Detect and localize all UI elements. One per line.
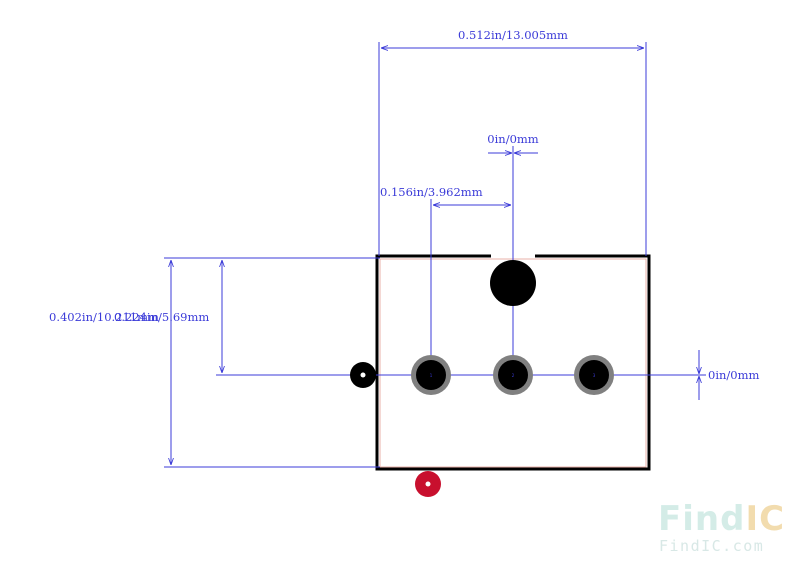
pin-label-3: 3 bbox=[593, 373, 596, 378]
mounting-hole bbox=[490, 260, 536, 306]
dim-label-center-offset: 0in/0mm bbox=[487, 132, 538, 146]
dimension-lines bbox=[164, 42, 706, 468]
findic-logo: FindIC FindIC.com bbox=[658, 499, 785, 555]
pad-3 bbox=[574, 355, 614, 395]
dim-label-right-offset: 0in/0mm bbox=[708, 368, 759, 382]
logo-url-text: FindIC.com bbox=[659, 537, 764, 555]
dim-label-overall-height: 0.402in/10.211mm bbox=[49, 310, 159, 324]
logo-ic-text: IC bbox=[745, 499, 785, 539]
logo-find-text: Find bbox=[658, 499, 745, 539]
pin-label-2: 2 bbox=[512, 373, 515, 378]
svg-text:FindIC: FindIC bbox=[658, 499, 785, 539]
dim-label-pin-pitch: 0.156in/3.962mm bbox=[380, 185, 483, 199]
dim-label-pin-row-height: 0.224in/5.69mm bbox=[114, 310, 209, 324]
origin-marker bbox=[415, 471, 441, 497]
pad-2 bbox=[493, 355, 533, 395]
dim-label-top-width: 0.512in/13.005mm bbox=[458, 28, 568, 42]
silkscreen-outline bbox=[375, 254, 651, 471]
pin-label-1: 1 bbox=[430, 373, 433, 378]
pin1-indicator bbox=[350, 362, 376, 388]
pad-1 bbox=[411, 355, 451, 395]
